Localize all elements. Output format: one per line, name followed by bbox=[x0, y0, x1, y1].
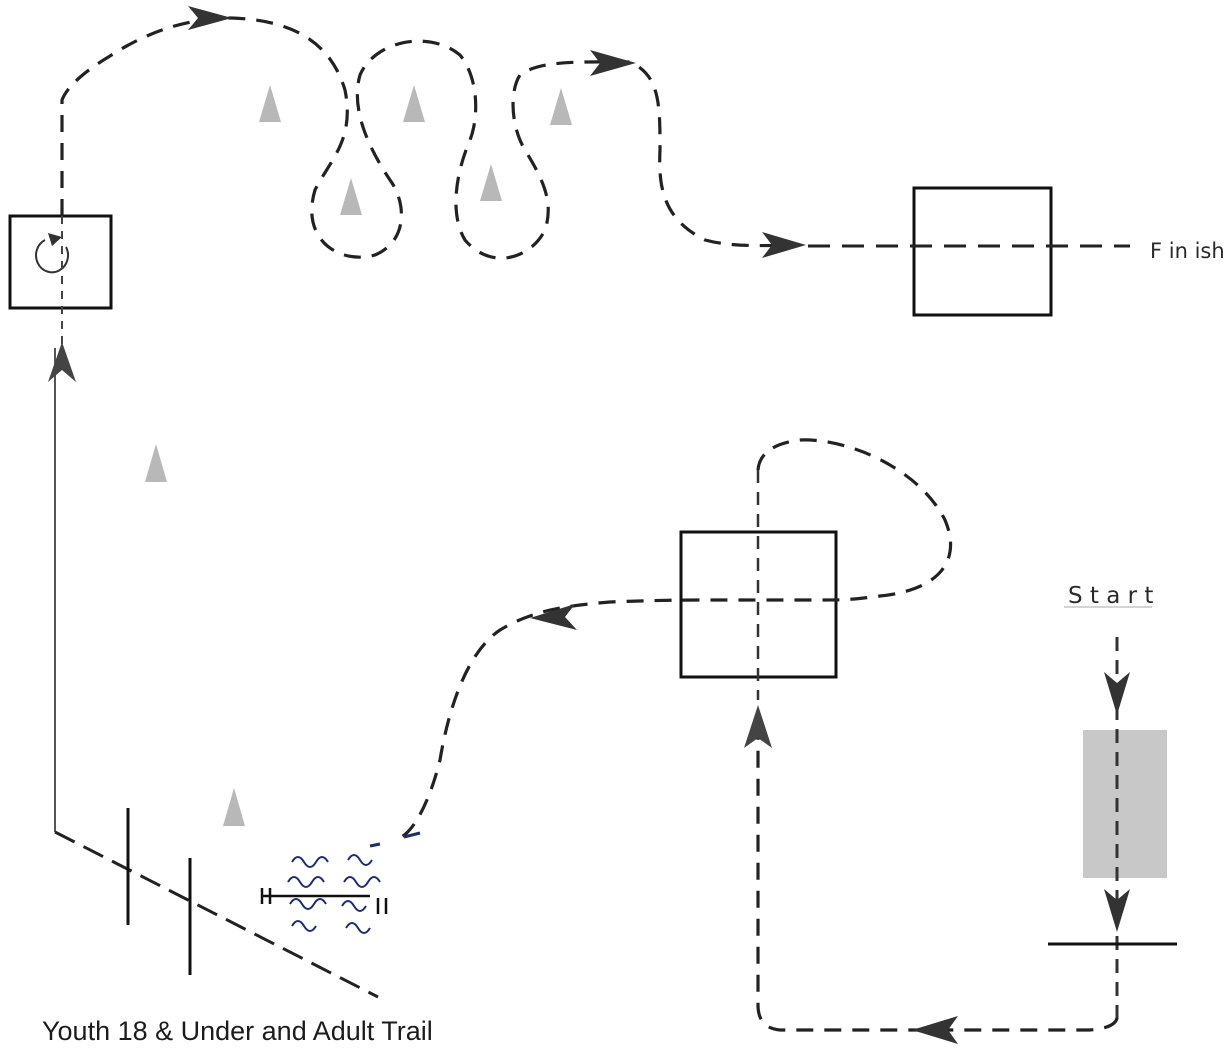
bottom-return-path bbox=[756, 715, 1119, 1032]
diagonal-line bbox=[54, 830, 379, 999]
small-gate-marks bbox=[260, 888, 388, 914]
cone-icon bbox=[480, 164, 502, 201]
handwritten-annotation bbox=[287, 831, 421, 934]
cone-icon bbox=[145, 444, 167, 482]
spin-arrow-icon bbox=[35, 233, 69, 274]
spin-box bbox=[8, 214, 113, 310]
cone-icon bbox=[340, 178, 362, 215]
cone-icon bbox=[223, 788, 245, 826]
cone-icon bbox=[403, 85, 425, 122]
cone-icon bbox=[550, 88, 572, 125]
arrowhead-icon bbox=[912, 1016, 958, 1044]
arrowhead-icon bbox=[1104, 672, 1130, 715]
arrowhead-icon bbox=[48, 342, 76, 382]
arrowhead-icon bbox=[530, 604, 577, 630]
arrowhead-icon bbox=[1104, 889, 1130, 932]
arrowhead-icon bbox=[744, 705, 772, 748]
arrowhead-icon bbox=[188, 6, 232, 30]
cone-icon bbox=[259, 85, 281, 122]
finish-box bbox=[912, 186, 1053, 317]
arrowhead-icon bbox=[762, 232, 806, 258]
loop-path bbox=[399, 438, 953, 840]
diagram-caption: Youth 18 & Under and Adult Trail bbox=[42, 1016, 433, 1046]
top-serpentine-path bbox=[60, 16, 801, 260]
arrowhead-icon bbox=[590, 50, 636, 76]
start-gate-box bbox=[1083, 730, 1167, 878]
finish-label: F in ish bbox=[1150, 239, 1225, 263]
start-label: S t a r t bbox=[1068, 583, 1153, 609]
